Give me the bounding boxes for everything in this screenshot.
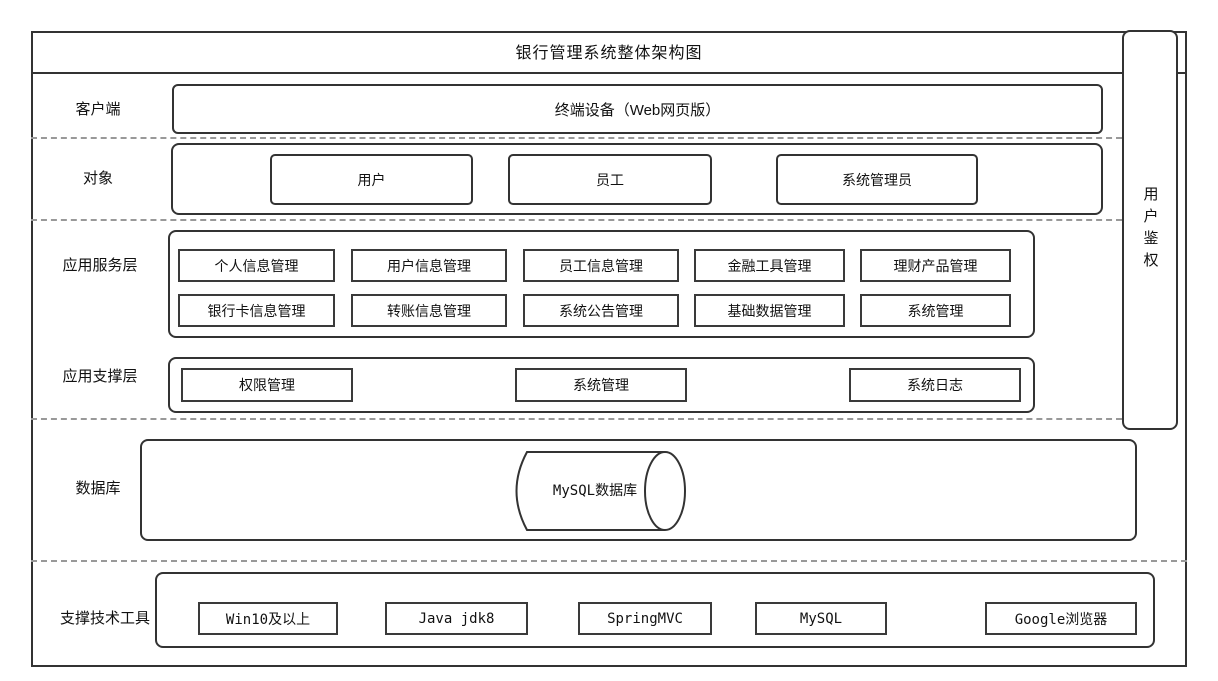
service-box-wealth-products: 理财产品管理: [860, 249, 1011, 282]
user-auth-box: 用户鉴权: [1122, 30, 1178, 430]
service-box-personal-info: 个人信息管理: [178, 249, 335, 282]
terminal-device-box: 终端设备（Web网页版）: [172, 84, 1103, 134]
tech-box-java-jdk8: Java jdk8: [385, 602, 528, 635]
tech-box-mysql: MySQL: [755, 602, 887, 635]
separator-support-database: [31, 418, 1122, 420]
tech-box-springmvc: SpringMVC: [578, 602, 712, 635]
service-box-financial-tools: 金融工具管理: [694, 249, 845, 282]
object-employee-box: 员工: [508, 154, 712, 205]
tech-box-win10: Win10及以上: [198, 602, 338, 635]
mysql-cylinder-icon: [515, 451, 686, 531]
separator-database-tech: [31, 560, 1187, 562]
user-auth-label: 用户鉴权: [1141, 186, 1159, 274]
service-box-employee-info: 员工信息管理: [523, 249, 679, 282]
layer-label-client: 客户端: [75, 101, 121, 118]
tech-box-google-browser: Google浏览器: [985, 602, 1137, 635]
service-box-system-mgmt: 系统管理: [860, 294, 1011, 327]
layer-label-support: 应用支撑层: [62, 368, 138, 385]
separator-objects-service: [31, 219, 1122, 221]
support-box-permissions: 权限管理: [181, 368, 353, 402]
service-box-announcements: 系统公告管理: [523, 294, 679, 327]
service-box-user-info: 用户信息管理: [351, 249, 507, 282]
mysql-database-label: MySQL数据库: [552, 483, 638, 499]
object-admin-box: 系统管理员: [776, 154, 978, 205]
diagram-title: 银行管理系统整体架构图: [515, 45, 703, 62]
support-box-system-logs: 系统日志: [849, 368, 1021, 402]
title-divider: [31, 72, 1187, 74]
object-user-box: 用户: [270, 154, 473, 205]
service-box-base-data: 基础数据管理: [694, 294, 845, 327]
layer-label-objects: 对象: [82, 170, 113, 187]
service-box-bank-card-info: 银行卡信息管理: [178, 294, 335, 327]
service-box-transfer-info: 转账信息管理: [351, 294, 507, 327]
separator-client-objects: [31, 137, 1122, 139]
support-box-system-mgmt: 系统管理: [515, 368, 687, 402]
layer-label-tech-tools: 支撑技术工具: [59, 610, 150, 627]
layer-label-service: 应用服务层: [62, 257, 138, 274]
layer-label-database: 数据库: [75, 480, 121, 497]
